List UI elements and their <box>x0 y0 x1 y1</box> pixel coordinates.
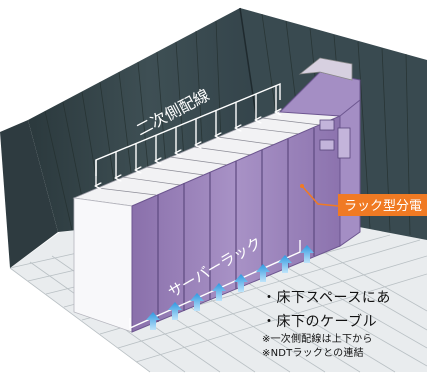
note-bullet-underfloor-space: ・床下スペースにあ <box>262 290 391 306</box>
note-ndt-rack: ※NDTラックとの連結 <box>262 347 364 359</box>
rack-distribution-label: ラック型分電 <box>344 199 422 214</box>
rack-distribution-callout: ラック型分電 <box>300 184 427 216</box>
secondary-wiring-brackets <box>96 82 280 186</box>
notes-panel: ・床下スペースにあ ・床下のケーブル ※一次側配線は上下から ※NDTラックとの… <box>262 288 427 360</box>
note-bullet-underfloor-cable: ・床下のケーブル <box>262 313 378 330</box>
airflow-arrows <box>146 245 314 330</box>
note-primary-wiring: ※一次側配線は上下から <box>262 334 373 346</box>
rack-end-panel <box>73 197 133 333</box>
